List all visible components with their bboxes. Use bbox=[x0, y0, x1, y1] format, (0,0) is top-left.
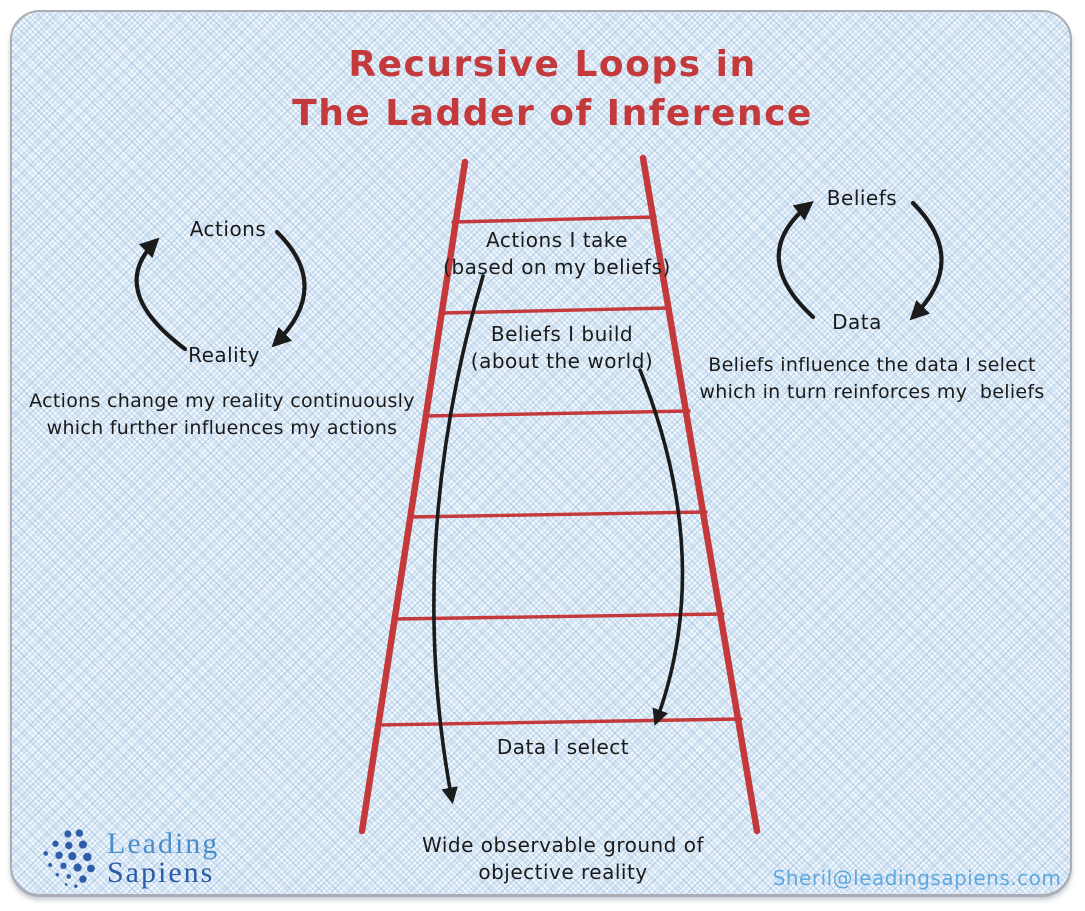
right-loop-data-label: Data bbox=[832, 310, 882, 334]
page-title: Recursive Loops in The Ladder of Inferen… bbox=[20, 40, 1085, 138]
left-loop-reality-label: Reality bbox=[188, 343, 260, 367]
right-loop-beliefs-label: Beliefs bbox=[826, 186, 898, 210]
left-loop-actions-label: Actions bbox=[189, 217, 267, 241]
ladder-step-actions-line-2: (based on my beliefs) bbox=[443, 255, 671, 279]
ground-label-line-2: objective reality bbox=[478, 860, 648, 884]
title-line-2: The Ladder of Inference bbox=[292, 93, 813, 134]
ladder-step-actions-line-1: Actions I take bbox=[486, 228, 628, 252]
ladder-step-beliefs-line-2: (about the world) bbox=[470, 349, 654, 373]
contact-email: Sheril@leadingsapiens.com bbox=[772, 866, 1062, 890]
brand-line-1: Leading bbox=[107, 827, 220, 860]
ladder-step-data-label: Data I select bbox=[496, 735, 630, 759]
dot-cluster-icon bbox=[43, 829, 95, 888]
brand-logo-text: Leading Sapiens bbox=[107, 827, 220, 889]
left-loop-caption-line-1: Actions change my reality continuously bbox=[29, 390, 415, 412]
ground-label-line-1: Wide observable ground of bbox=[421, 833, 705, 857]
ladder-step-beliefs-line-1: Beliefs I build bbox=[490, 322, 634, 346]
left-loop-caption-line-2: which further influences my actions bbox=[46, 417, 398, 439]
right-loop-caption-line-1: Beliefs influence the data I select bbox=[708, 354, 1036, 376]
title-line-1: Recursive Loops in bbox=[348, 44, 757, 85]
right-loop-caption-line-2: which in turn reinforces my beliefs bbox=[699, 381, 1045, 403]
brand-line-2: Sapiens bbox=[107, 856, 215, 889]
diagram-card bbox=[10, 10, 1072, 896]
